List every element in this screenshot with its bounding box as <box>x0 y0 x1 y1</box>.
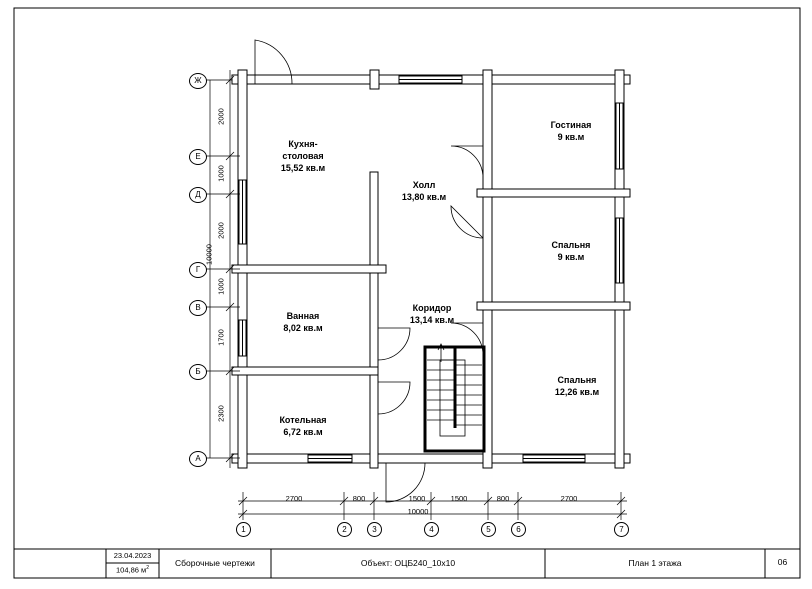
room-bedroom-2-name: Спальня <box>557 375 597 385</box>
axis-marker-4: 4 <box>424 522 439 537</box>
dim-left-total: 10000 <box>204 244 214 265</box>
dim-bottom-total: 10000 <box>407 507 429 516</box>
axis-marker-v: В <box>189 300 207 316</box>
room-hall-name: Холл <box>412 180 436 190</box>
room-boiler-area: 6,72 кв.м <box>283 427 323 437</box>
door-corridor <box>450 322 484 356</box>
wall-g <box>231 264 387 274</box>
room-bedroom-1-area: 9 кв.м <box>557 252 585 262</box>
dim-bottom-2: 800 <box>352 494 366 503</box>
dim-bottom-5: 800 <box>496 494 510 503</box>
axis-marker-zh: Ж <box>189 73 207 89</box>
room-bedroom-2: Спальня 12,26 кв.м <box>538 374 616 398</box>
door-hall-left <box>450 145 484 179</box>
axis-marker-1: 1 <box>236 522 251 537</box>
room-boiler: Котельная 6,72 кв.м <box>266 414 340 438</box>
dim-left-6: 2300 <box>216 405 226 422</box>
wall-bottom <box>231 453 631 464</box>
dim-bottom-3: 1500 <box>408 494 426 503</box>
door-bath <box>377 327 411 361</box>
axis-marker-3: 3 <box>367 522 382 537</box>
room-living: Гостиная 9 кв.м <box>538 119 604 143</box>
room-corridor-area: 13,14 кв.м <box>409 315 455 325</box>
dim-left-5: 1700 <box>216 329 226 346</box>
dim-bottom-1: 2700 <box>285 494 303 503</box>
room-living-name: Гостиная <box>550 120 592 130</box>
room-corridor: Коридор 13,14 кв.м <box>396 302 468 326</box>
room-living-area: 9 кв.м <box>557 132 585 142</box>
door-boiler <box>377 381 411 415</box>
door-bottom <box>385 462 426 503</box>
axis-marker-d: Д <box>189 187 207 203</box>
dim-left-4: 1000 <box>216 278 226 295</box>
door-entrance <box>254 39 293 85</box>
axis-marker-6: 6 <box>511 522 526 537</box>
staircase <box>423 343 486 453</box>
wall-b <box>231 366 379 376</box>
room-bedroom-1: Спальня 9 кв.м <box>538 239 604 263</box>
wall-axis5 <box>482 69 493 469</box>
wall-bed-bed <box>476 301 631 311</box>
room-boiler-name: Котельная <box>279 415 327 425</box>
room-kitchen-name: Кухня- столовая <box>282 139 324 161</box>
door-hall-left-2 <box>450 205 484 239</box>
axis-marker-7: 7 <box>614 522 629 537</box>
titleblock-sheet-number: 06 <box>777 557 788 567</box>
room-bath: Ванная 8,02 кв.м <box>272 310 334 334</box>
titleblock-sheet-title: План 1 этажа <box>628 558 682 568</box>
room-bath-area: 8,02 кв.м <box>283 323 323 333</box>
titleblock-object: Объект: ОЦБ240_10х10 <box>360 558 456 568</box>
axis-marker-a: А <box>189 451 207 467</box>
axis-marker-b: Б <box>189 364 207 380</box>
room-bedroom-1-name: Спальня <box>551 240 591 250</box>
room-kitchen: Кухня- столовая 15,52 кв.м <box>270 138 336 174</box>
titleblock-area-value: 104,86 м <box>116 565 147 575</box>
wall-axis3 <box>369 171 379 469</box>
room-bath-name: Ванная <box>286 311 320 321</box>
room-kitchen-area: 15,52 кв.м <box>280 163 326 173</box>
axis-marker-5: 5 <box>481 522 496 537</box>
room-bedroom-2-area: 12,26 кв.м <box>554 387 600 397</box>
dim-bottom-4: 1500 <box>450 494 468 503</box>
dim-bottom-6: 2700 <box>560 494 578 503</box>
titleblock-section: Сборочные чертежи <box>175 558 255 568</box>
dim-left-1: 2000 <box>216 108 226 125</box>
dim-left-2: 1000 <box>216 165 226 182</box>
room-corridor-name: Коридор <box>412 303 452 313</box>
room-hall-area: 13,80 кв.м <box>401 192 447 202</box>
axis-marker-g: Г <box>189 262 207 278</box>
axis-marker-2: 2 <box>337 522 352 537</box>
room-hall: Холл 13,80 кв.м <box>392 179 456 203</box>
titleblock-date: 23.04.2023 <box>113 551 152 560</box>
sheet-frame <box>13 7 801 579</box>
post-top-axis3 <box>369 69 380 90</box>
titleblock-area: 104,86 м2 <box>106 565 159 575</box>
dim-left-3: 2000 <box>216 222 226 239</box>
axis-marker-e: Е <box>189 149 207 165</box>
titleblock-area-sup: 2 <box>146 565 149 571</box>
wall-living-bed <box>476 188 631 198</box>
